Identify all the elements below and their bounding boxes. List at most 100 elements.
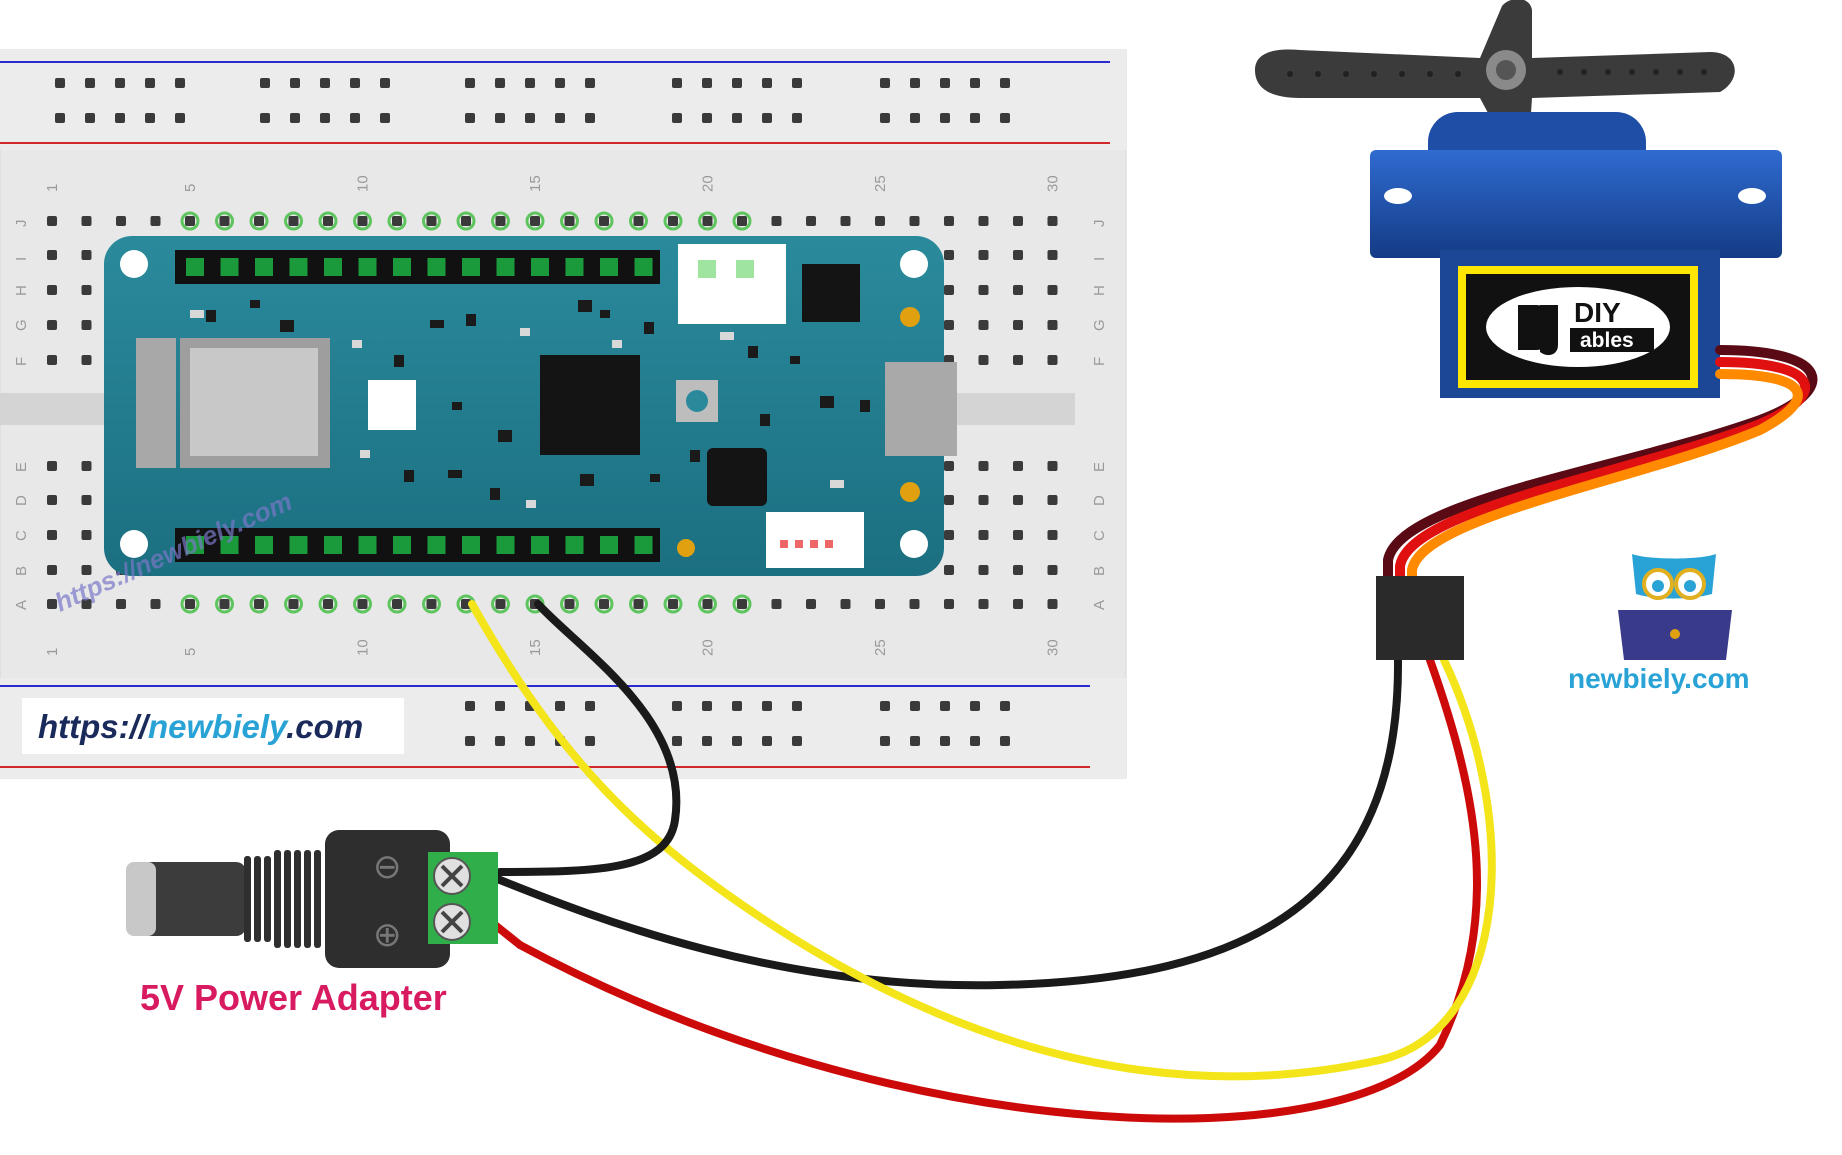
row-letter: E bbox=[1091, 462, 1108, 472]
horn-hole bbox=[1605, 69, 1611, 75]
rail-hole bbox=[525, 78, 535, 88]
connected-hole bbox=[629, 594, 648, 614]
breadboard-hole bbox=[288, 599, 299, 609]
white-component bbox=[368, 380, 416, 430]
rail-hole bbox=[672, 78, 682, 88]
row-letter: H bbox=[1091, 285, 1108, 296]
small-chip bbox=[802, 264, 860, 322]
rail-hole bbox=[290, 113, 300, 123]
column-number: 5 bbox=[182, 184, 199, 192]
rail-hole bbox=[1000, 701, 1010, 711]
horn-hole bbox=[1371, 71, 1377, 77]
rail-hole bbox=[85, 78, 95, 88]
row-letter: I bbox=[1091, 257, 1108, 261]
row-letter: A bbox=[13, 600, 30, 610]
horn-hole bbox=[1427, 71, 1433, 77]
horn-hole bbox=[1653, 69, 1659, 75]
header-pins bbox=[186, 258, 653, 554]
column-number: 25 bbox=[872, 639, 889, 656]
header-pin bbox=[565, 536, 584, 554]
breadboard-hole bbox=[944, 565, 954, 575]
breadboard-hole bbox=[461, 216, 471, 226]
smd-component bbox=[644, 322, 654, 334]
rail-hole bbox=[55, 78, 65, 88]
smd-component bbox=[452, 402, 462, 410]
grip-ridge bbox=[274, 850, 281, 948]
horn-hole bbox=[1677, 69, 1683, 75]
connected-hole bbox=[284, 211, 303, 231]
rail-hole bbox=[940, 78, 950, 88]
rail-hole bbox=[702, 701, 712, 711]
website-prefix: https:// bbox=[38, 708, 152, 745]
breadboard-hole bbox=[47, 495, 57, 505]
breadboard-hole bbox=[81, 495, 92, 505]
breadboard-hole bbox=[1013, 250, 1023, 260]
wires bbox=[468, 345, 1818, 1123]
breadboard-hole bbox=[1013, 461, 1023, 471]
breadboard-hole bbox=[978, 461, 989, 471]
rail-hole bbox=[585, 113, 595, 123]
led bbox=[677, 539, 695, 557]
breadboard-hole bbox=[737, 216, 747, 226]
breadboard-hole bbox=[81, 565, 92, 575]
row-letter: I bbox=[13, 257, 30, 261]
smd-component bbox=[612, 340, 622, 348]
breadboard-hole bbox=[47, 285, 57, 295]
column-number: 30 bbox=[1045, 175, 1062, 192]
connected-hole bbox=[663, 211, 683, 231]
breadboard-hole bbox=[1047, 565, 1058, 575]
rail-hole bbox=[672, 701, 682, 711]
row-letter: J bbox=[1091, 220, 1108, 228]
connected-hole bbox=[560, 211, 579, 231]
breadboard-hole bbox=[1047, 320, 1058, 330]
row-letter: E bbox=[13, 462, 30, 472]
rail-hole bbox=[732, 736, 742, 746]
rail-hole bbox=[320, 113, 330, 123]
header-pin bbox=[186, 536, 204, 554]
connected-hole bbox=[594, 594, 614, 614]
rail-hole bbox=[465, 736, 475, 746]
connected-hole bbox=[249, 594, 269, 614]
row-letter: G bbox=[1091, 319, 1108, 331]
breadboard-hole bbox=[495, 599, 506, 609]
website-brand: newbiely bbox=[148, 708, 289, 745]
breadboard-hole bbox=[219, 216, 230, 226]
breadboard-hole bbox=[357, 216, 368, 226]
breadboard-hole bbox=[323, 216, 333, 226]
website-suffix: .com bbox=[286, 708, 363, 745]
adapter-grip-ridges bbox=[244, 850, 321, 948]
breadboard-hole bbox=[1047, 495, 1058, 505]
horn-hole bbox=[1557, 69, 1563, 75]
smd-component bbox=[578, 300, 592, 312]
smd-component bbox=[498, 430, 512, 442]
wire-red-servo bbox=[516, 656, 1481, 1123]
breadboard-hole bbox=[116, 599, 126, 609]
rail-hole bbox=[260, 78, 270, 88]
breadboard-hole bbox=[1013, 599, 1023, 609]
rail-hole bbox=[702, 78, 712, 88]
rail-hole bbox=[380, 78, 390, 88]
breadboard-hole bbox=[978, 355, 989, 365]
breadboard-hole bbox=[840, 216, 851, 226]
breadboard-hole bbox=[47, 216, 57, 226]
connected-hole bbox=[353, 211, 372, 231]
row-letter: D bbox=[1091, 495, 1108, 506]
breadboard-hole bbox=[840, 599, 851, 609]
servo-motor: DIY ables bbox=[1255, 0, 1782, 398]
column-number: 1 bbox=[44, 648, 61, 656]
header-pin bbox=[462, 536, 480, 554]
connected-hole bbox=[387, 594, 407, 614]
grip-ridge bbox=[244, 856, 251, 942]
horn-hole bbox=[1581, 69, 1587, 75]
breadboard-hole bbox=[909, 216, 920, 226]
breadboard-hole bbox=[1013, 320, 1023, 330]
row-letter: B bbox=[1091, 566, 1108, 576]
breadboard-hole bbox=[875, 599, 885, 609]
rail-hole bbox=[495, 78, 505, 88]
rail-hole bbox=[1000, 113, 1010, 123]
top-power-rail bbox=[0, 50, 1126, 150]
breadboard-hole bbox=[944, 285, 954, 295]
rail-hole bbox=[702, 736, 712, 746]
rail-hole bbox=[970, 113, 980, 123]
rail-hole bbox=[672, 736, 682, 746]
